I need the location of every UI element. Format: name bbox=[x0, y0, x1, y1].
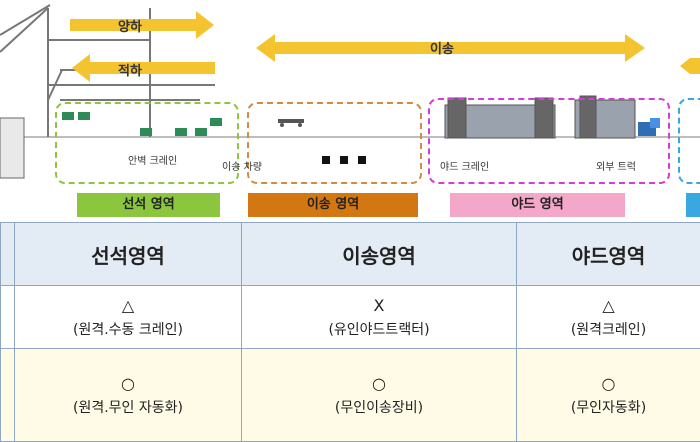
unload-arrow-icon bbox=[70, 11, 214, 39]
rating-symbol: △ bbox=[517, 296, 700, 315]
table-header-cell: 이송영역 bbox=[242, 223, 517, 286]
yard-zone-tag: 야드 영역 bbox=[450, 193, 625, 217]
table-header-cell: 선석영역 bbox=[15, 223, 242, 286]
cell-text: (무인이송장비) bbox=[335, 400, 423, 416]
gate-zone-box bbox=[678, 98, 700, 184]
table-cell: △ (원격크레인) bbox=[517, 286, 700, 349]
terminal-diagram: 양하 적하 이송 안벽 크레인 이송 차량 야드 크레인 외부 트럭 선석 영역… bbox=[0, 0, 700, 222]
berth-zone-box bbox=[55, 102, 239, 184]
table-header-cell bbox=[1, 223, 15, 286]
table-cell: ○ (무인이송장비) bbox=[242, 349, 517, 442]
transfer-zone-tag: 이송 영역 bbox=[248, 193, 418, 217]
rating-symbol: X bbox=[242, 296, 516, 315]
comparison-table: 선석영역 이송영역 야드영역 △ (원격.수동 크레인) X (유인야드트랙터)… bbox=[0, 222, 700, 442]
table-row: △ (원격.수동 크레인) X (유인야드트랙터) △ (원격크레인) bbox=[1, 286, 700, 349]
transfer-zone-box bbox=[247, 102, 422, 184]
table-header-cell: 야드영역 bbox=[517, 223, 700, 286]
table-cell: ○ (무인자동화) bbox=[517, 349, 700, 442]
yard-crane-label: 야드 크레인 bbox=[440, 158, 489, 173]
table-cell bbox=[1, 286, 15, 349]
cell-text: (원격.무인 자동화) bbox=[73, 400, 183, 416]
cell-text: (원격.수동 크레인) bbox=[73, 322, 183, 338]
ship-hull-icon bbox=[0, 118, 24, 178]
transfer-vehicle-label: 이송 차량 bbox=[222, 158, 262, 173]
rating-symbol: △ bbox=[15, 296, 241, 315]
table-row: ○ (원격.무인 자동화) ○ (무인이송장비) ○ (무인자동화) bbox=[1, 349, 700, 442]
load-arrow-icon bbox=[72, 54, 215, 82]
table-cell: ○ (원격.무인 자동화) bbox=[15, 349, 242, 442]
cell-text: (무인자동화) bbox=[571, 400, 646, 416]
quay-crane-label: 안벽 크레인 bbox=[128, 152, 177, 167]
right-arrow-partial-icon bbox=[680, 58, 700, 74]
cell-text: (유인야드트랙터) bbox=[328, 322, 429, 338]
transfer-label: 이송 bbox=[430, 38, 454, 57]
table-cell: X (유인야드트랙터) bbox=[242, 286, 517, 349]
cell-text: (원격크레인) bbox=[571, 322, 646, 338]
rating-symbol: ○ bbox=[15, 374, 241, 393]
gate-zone-tag bbox=[686, 193, 700, 217]
berth-zone-tag: 선석 영역 bbox=[77, 193, 220, 217]
external-truck-label: 외부 트럭 bbox=[596, 158, 636, 173]
table-cell bbox=[1, 349, 15, 442]
unload-label: 양하 bbox=[118, 16, 142, 35]
table-cell: △ (원격.수동 크레인) bbox=[15, 286, 242, 349]
rating-symbol: ○ bbox=[242, 374, 516, 393]
load-label: 적하 bbox=[118, 60, 142, 79]
rating-symbol: ○ bbox=[517, 374, 700, 393]
table-header-row: 선석영역 이송영역 야드영역 bbox=[1, 223, 700, 286]
